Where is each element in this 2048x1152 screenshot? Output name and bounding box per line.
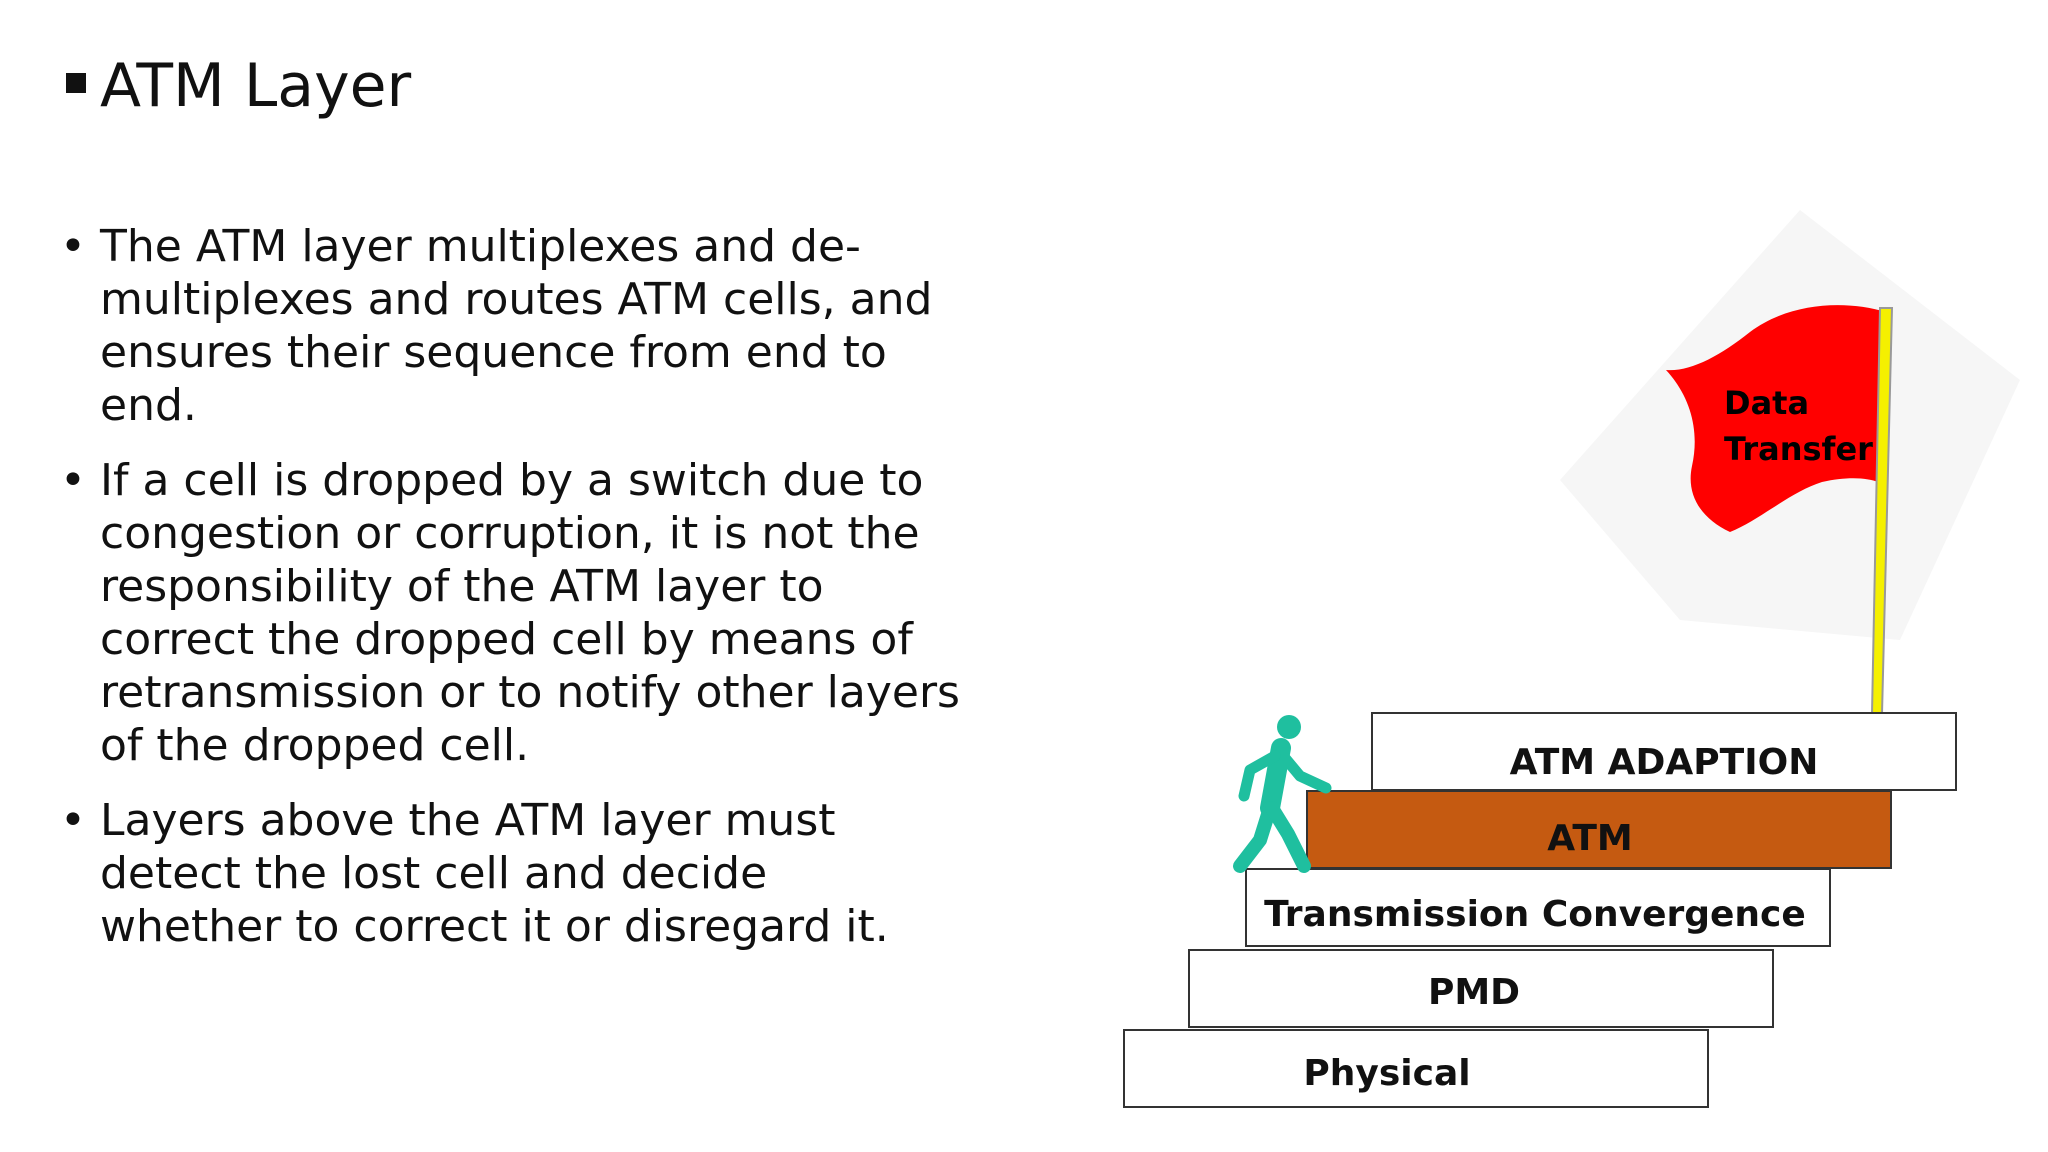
step-box [1188, 949, 1774, 1028]
figure-leg-back [1233, 801, 1277, 873]
slide-title-text: ATM Layer [100, 51, 412, 121]
bullet-item: • Layers above the ATM layer must detect… [60, 794, 960, 953]
flag-icon: Data Transfer [1666, 305, 1894, 715]
step-label: ATM [1547, 818, 1632, 859]
step-label: Physical [1303, 1053, 1470, 1094]
flag-label-line2: Transfer [1724, 430, 1873, 468]
figure-head [1277, 715, 1301, 739]
step-box [1306, 790, 1892, 869]
bullet-item: • The ATM layer multiplexes and de-multi… [60, 220, 960, 432]
step-label: Transmission Convergence [1264, 894, 1806, 935]
bullet-dot-icon: • [60, 455, 86, 506]
bullet-item: • If a cell is dropped by a switch due t… [60, 454, 960, 772]
figure-arm-front [1274, 746, 1332, 794]
step-box [1123, 1029, 1709, 1108]
flag-cloth [1666, 305, 1886, 532]
bullet-text: If a cell is dropped by a switch due to … [100, 455, 960, 771]
step-box [1245, 868, 1831, 947]
step-atm-adaption: ATM ADAPTION [1371, 712, 1957, 791]
step-atm: ATM [1306, 790, 1892, 869]
step-label: ATM ADAPTION [1510, 742, 1819, 783]
bullet-list: • The ATM layer multiplexes and de-multi… [60, 220, 960, 975]
slide-title: ATM Layer [66, 46, 411, 126]
bullet-dot-icon: • [60, 221, 86, 272]
square-bullet-icon [66, 73, 86, 93]
step-pmd: PMD [1188, 949, 1774, 1028]
figure-leg-front [1265, 801, 1311, 873]
bullet-text: Layers above the ATM layer must detect t… [100, 795, 889, 952]
bullet-text: The ATM layer multiplexes and de-multipl… [100, 221, 933, 431]
figure-arm-back [1238, 750, 1281, 802]
step-transmission-convergence: Transmission Convergence [1245, 868, 1831, 947]
step-physical: Physical [1123, 1029, 1709, 1108]
walking-person-icon [1233, 715, 1332, 873]
flag-label-line1: Data [1724, 384, 1809, 422]
step-label: PMD [1428, 972, 1520, 1013]
step-box [1371, 712, 1957, 791]
bullet-dot-icon: • [60, 795, 86, 846]
